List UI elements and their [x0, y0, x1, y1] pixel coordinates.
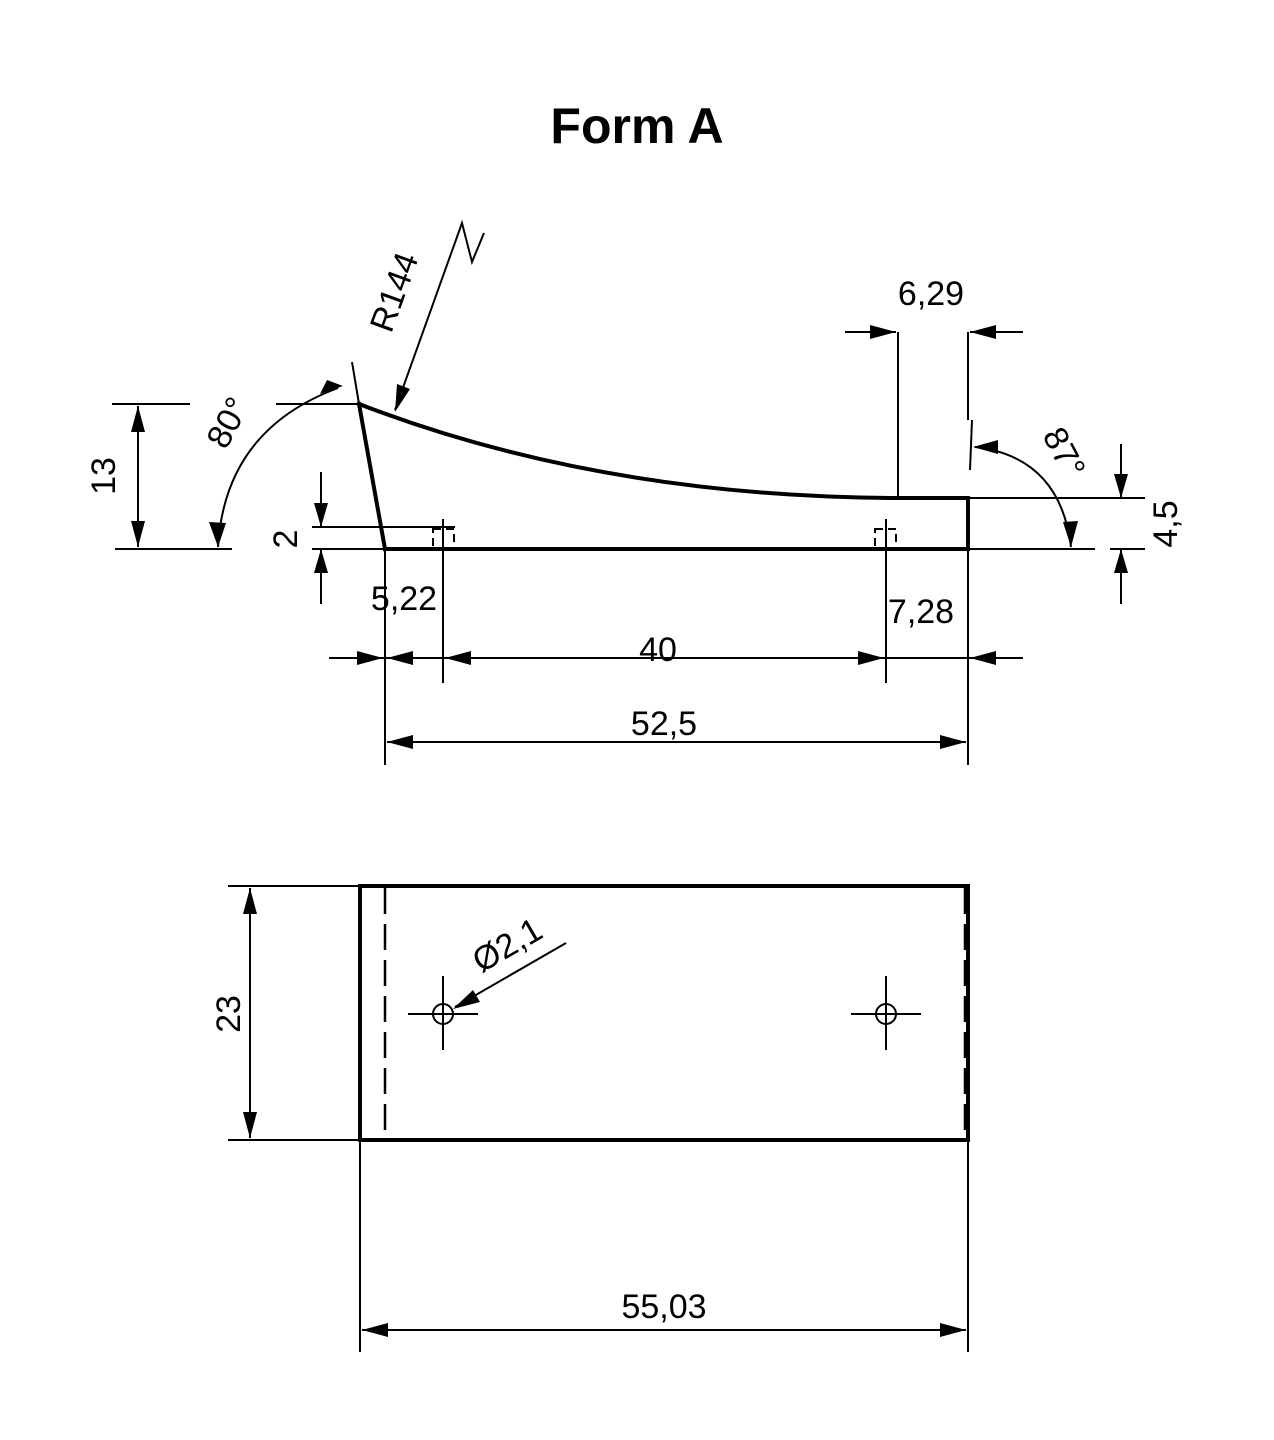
- top-view: Ø2,1 23 55,03: [210, 884, 970, 1352]
- dim-text-7-28: 7,28: [888, 593, 954, 631]
- dim-text-6-29: 6,29: [898, 275, 964, 313]
- dim-text-13: 13: [85, 457, 123, 495]
- dim-text-40: 40: [639, 631, 677, 669]
- dim-angle-80: 80°: [199, 361, 360, 548]
- dim-text-5-22: 5,22: [371, 580, 437, 618]
- dim-text-2: 2: [267, 530, 305, 549]
- side-view-outline: [356, 401, 970, 552]
- dim-width-23: 23: [210, 885, 360, 1141]
- dim-length-55-03: 55,03: [359, 1140, 969, 1352]
- dim-text-r144: R144: [363, 248, 427, 337]
- dim-text-87: 87°: [1035, 421, 1093, 484]
- side-view: 13 2 80° R144: [85, 219, 1185, 765]
- dim-text-4-5: 4,5: [1147, 500, 1185, 547]
- top-view-outline: [358, 884, 970, 1142]
- drawing-title: Form A: [550, 98, 723, 154]
- dim-height-2: 2: [267, 472, 455, 604]
- dim-length-52-5: 52,5: [387, 705, 966, 749]
- hole-right: [851, 976, 921, 1050]
- dim-height-13: 13: [85, 403, 359, 550]
- dim-width-6-29: 6,29: [845, 275, 1023, 498]
- dim-text-diameter: Ø2,1: [466, 911, 549, 981]
- hidden-hole-left: [432, 528, 455, 550]
- dim-text-23: 23: [210, 995, 248, 1033]
- dim-angle-87: 87°: [968, 419, 1095, 550]
- dim-hole-diameter: Ø2,1: [453, 911, 567, 1009]
- dim-text-52-5: 52,5: [631, 705, 697, 743]
- dim-span-40: 40: [329, 631, 1023, 669]
- dim-height-4-5: 4,5: [968, 444, 1185, 604]
- hidden-hole-right: [874, 528, 897, 550]
- dim-radius-r144: R144: [363, 219, 485, 412]
- dim-text-55-03: 55,03: [621, 1288, 706, 1326]
- dim-text-80: 80°: [199, 391, 257, 454]
- hole-left: [408, 976, 478, 1050]
